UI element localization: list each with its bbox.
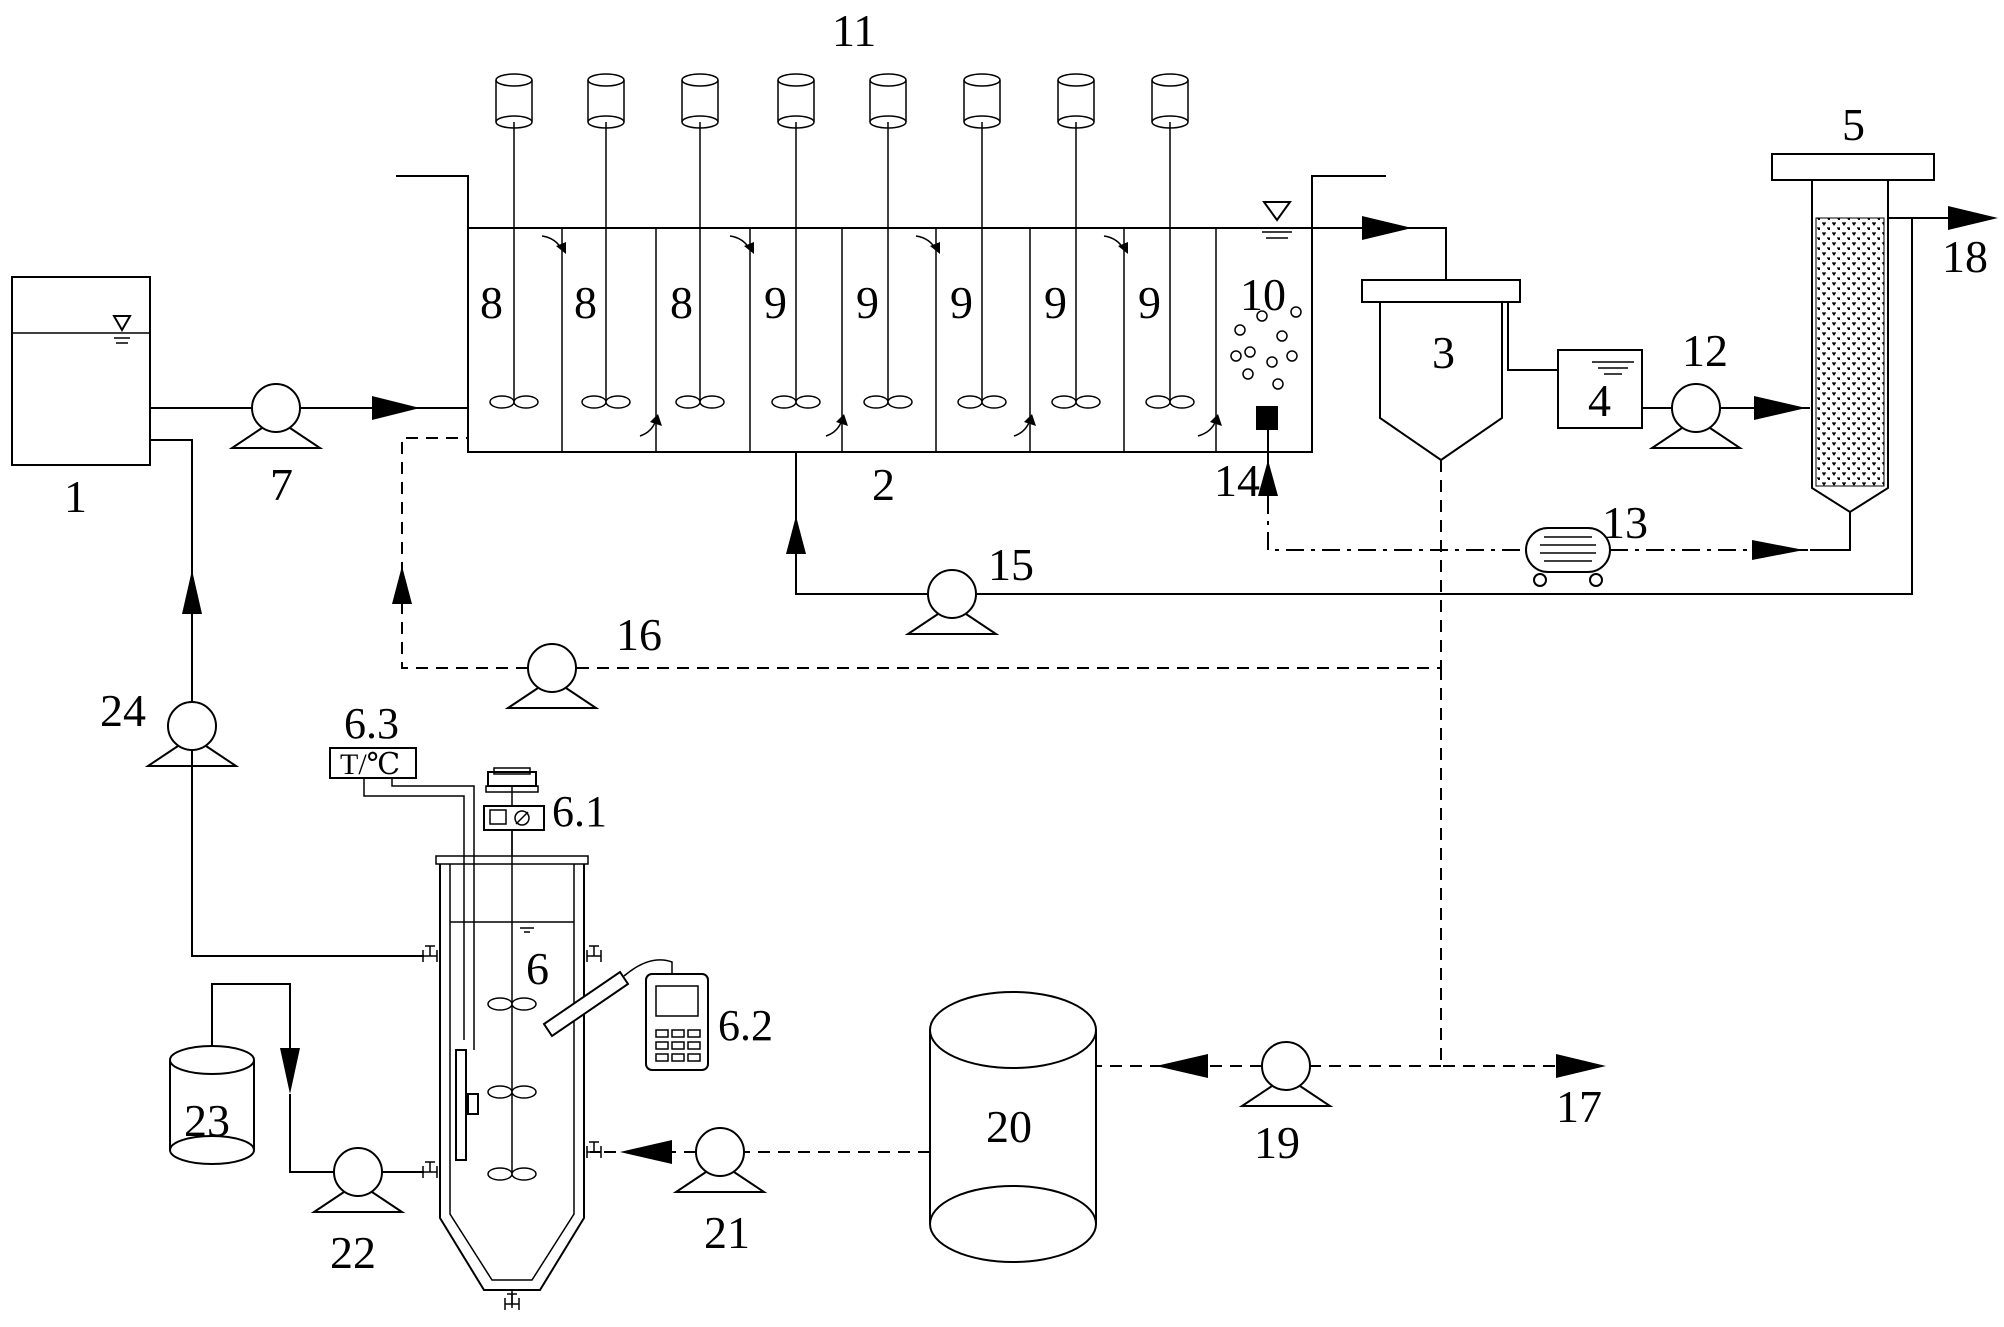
dosing-pump: 22 <box>313 1147 403 1278</box>
blower-label: 13 <box>1602 497 1648 548</box>
aerator-label: 14 <box>1214 455 1260 506</box>
compartment-8-label: 9 <box>1138 277 1161 328</box>
thermometer: T/℃ 6.3 <box>329 699 479 1161</box>
compartment-1-label: 8 <box>480 277 503 328</box>
sludge-tank: 20 <box>929 991 1097 1263</box>
compartment-6-label: 9 <box>950 277 973 328</box>
thermometer-label: 6.3 <box>344 699 399 748</box>
settler-overflow <box>1507 302 1558 371</box>
intermediate-tank-label: 4 <box>1588 375 1611 426</box>
blower: 13 <box>1525 497 1648 587</box>
packed-column: 5 <box>1771 99 1935 514</box>
reactor-outflow <box>1312 216 1447 280</box>
fermenter-meter: 6.2 <box>542 959 773 1071</box>
compartment-4-label: 9 <box>764 277 787 328</box>
fermentate-pump-label: 24 <box>100 685 146 736</box>
feed-line <box>150 396 468 420</box>
bioreactor: 2 <box>396 175 1386 510</box>
compartment-labels: 8 8 8 9 9 9 9 9 10 <box>480 269 1286 328</box>
fermenter-motor-label: 6.1 <box>552 787 607 836</box>
aerator: 14 <box>1214 306 1302 506</box>
sludge-return-pump: 16 <box>507 609 662 709</box>
fermenter-feed-pump: 21 <box>675 1127 765 1258</box>
column-pump: 12 <box>1651 325 1741 449</box>
dosing-pump-label: 22 <box>330 1227 376 1278</box>
settler-label: 3 <box>1432 327 1455 378</box>
feed-tank: 1 <box>11 276 151 522</box>
fermenter: 6 <box>422 786 602 1311</box>
intermediate-tank: 4 <box>1557 349 1643 429</box>
compartment-9-label: 10 <box>1240 269 1286 320</box>
dosing-tank-label: 23 <box>184 1095 230 1146</box>
column-label: 5 <box>1842 99 1865 150</box>
feed-tank-label: 1 <box>64 471 87 522</box>
sludge-tank-label: 20 <box>986 1101 1032 1152</box>
dosing-tank: 23 <box>169 1045 255 1165</box>
column-feed-line <box>1642 396 1810 420</box>
stirrers: 11 <box>489 5 1195 409</box>
fermenter-meter-label: 6.2 <box>718 1001 773 1050</box>
waste-sludge-label: 17 <box>1556 1081 1602 1132</box>
sludge-line: 17 <box>1096 668 1606 1132</box>
sludge-return-pump-label: 16 <box>616 609 662 660</box>
effluent-line: 18 <box>1888 206 1998 282</box>
thermometer-unit: T/℃ <box>340 748 400 781</box>
recycle-line <box>786 218 1913 595</box>
column-pump-label: 12 <box>1682 325 1728 376</box>
compartment-7-label: 9 <box>1044 277 1067 328</box>
recycle-pump-label: 15 <box>988 539 1034 590</box>
sludge-pump: 19 <box>1241 1041 1331 1168</box>
settler: 3 <box>1361 279 1521 462</box>
flow-arrows <box>541 235 1222 437</box>
recycle-pump: 15 <box>907 539 1034 635</box>
effluent-label: 18 <box>1942 231 1988 282</box>
feed-pump: 7 <box>231 383 321 510</box>
compartment-3-label: 8 <box>670 277 693 328</box>
compartment-5-label: 9 <box>856 277 879 328</box>
feed-pump-label: 7 <box>270 459 293 510</box>
fermenter-label: 6 <box>526 943 549 994</box>
compartment-2-label: 8 <box>574 277 597 328</box>
stirrers-label: 11 <box>832 5 876 56</box>
fermenter-feed-pump-label: 21 <box>704 1207 750 1258</box>
fermentate-pump: 24 <box>100 685 237 767</box>
dosing-line <box>211 983 424 1173</box>
bioreactor-label: 2 <box>872 459 895 510</box>
fermenter-motor: 6.1 <box>483 767 607 856</box>
fermentate-line <box>150 439 424 957</box>
sludge-pump-label: 19 <box>1254 1117 1300 1168</box>
fermenter-feed-line <box>590 1140 930 1164</box>
